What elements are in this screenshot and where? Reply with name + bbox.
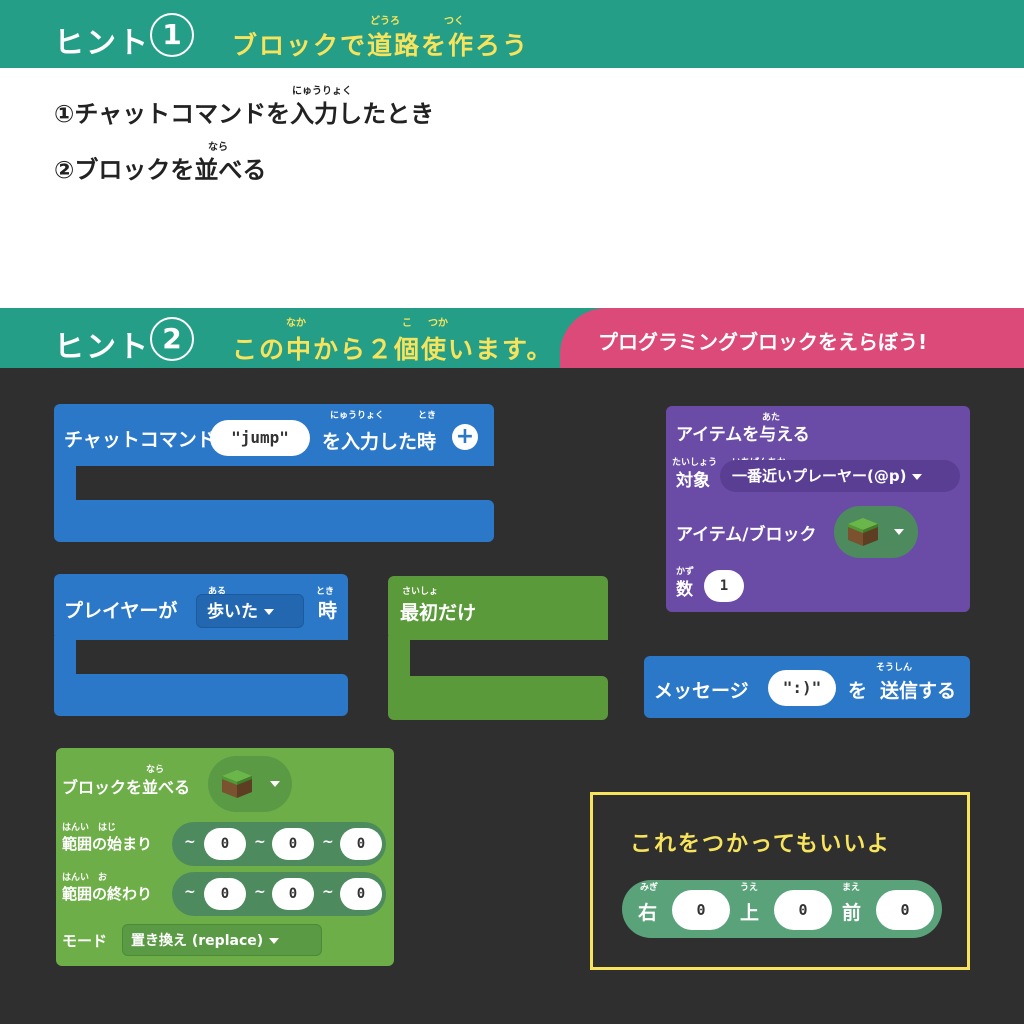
on-start-label: 最初だけ: [400, 602, 477, 624]
hint2-ruby-naka: なか: [286, 318, 306, 329]
on-start-block-arm: [388, 636, 410, 680]
ruby-mae: まえ: [842, 883, 861, 893]
place-end-label: 範囲の終わり: [62, 885, 153, 903]
chat-command-block-arm: [54, 460, 76, 510]
front-input[interactable]: 0: [876, 890, 934, 930]
tilde-1: ~: [184, 834, 196, 850]
step2-text: ②ブロックを並べる: [54, 156, 267, 184]
tilde-5: ~: [254, 884, 266, 900]
give-item-ruby-kazu: かず: [676, 567, 695, 577]
hint1-label: ヒント: [54, 26, 150, 61]
hint1-ruby-douro: どうろ: [370, 16, 400, 27]
player-action-dropdown[interactable]: 歩いた: [196, 594, 304, 628]
place-block-picker[interactable]: [208, 756, 292, 812]
send-message-ruby-soushin: そうしん: [876, 663, 913, 673]
right-input[interactable]: 0: [672, 890, 730, 930]
hint2-label: ヒント: [54, 330, 150, 365]
send-message-label: メッセージ: [654, 680, 749, 702]
end-y-input[interactable]: 0: [272, 878, 314, 910]
chat-command-label: チャットコマンド: [64, 429, 216, 451]
player-ruby-toki: とき: [316, 587, 335, 597]
hint2-number: 2: [150, 317, 194, 361]
chevron-down-icon: [912, 473, 923, 480]
start-z-input[interactable]: 0: [340, 828, 382, 860]
chevron-down-icon: [269, 938, 280, 944]
give-item-target-dropdown[interactable]: 一番近いプレーヤー(@p): [720, 460, 960, 492]
on-start-block-bottom: [388, 676, 608, 720]
chevron-down-icon: [264, 609, 274, 615]
tilde-6: ~: [322, 884, 334, 900]
send-message-input[interactable]: ":)": [768, 670, 836, 706]
hint2-banner: [560, 308, 1024, 368]
end-z-input[interactable]: 0: [340, 878, 382, 910]
hint1-number: 1: [150, 13, 194, 57]
chat-ruby-toki: とき: [418, 411, 437, 421]
player-walked-block-arm: [54, 636, 76, 680]
player-walked-suffix: 時: [318, 600, 338, 622]
up-label: 上: [740, 902, 760, 924]
end-x-input[interactable]: 0: [204, 878, 246, 910]
player-walked-block-bottom: [54, 674, 348, 716]
grass-block-icon: [848, 518, 878, 546]
usable-title: これをつかってもいいよ: [630, 832, 891, 857]
give-item-count-input[interactable]: 1: [704, 570, 744, 602]
chat-ruby-nyuuryoku: にゅうりょく: [330, 411, 385, 421]
place-start-label: 範囲の始まり: [62, 835, 153, 853]
player-ruby-aru: ある: [208, 587, 227, 597]
give-item-block-picker[interactable]: [834, 506, 918, 558]
step2-ruby: なら: [208, 142, 228, 153]
start-x-input[interactable]: 0: [204, 828, 246, 860]
on-start-ruby: さいしょ: [402, 587, 439, 597]
chevron-down-icon: [894, 529, 904, 535]
place-ruby-nara: なら: [146, 765, 165, 775]
hint1-body: [0, 68, 1024, 308]
step1-text: ①チャットコマンドを入力したとき: [54, 100, 435, 128]
step1-ruby: にゅうりょく: [292, 86, 352, 97]
place-ruby-start: はんい はじ: [62, 823, 117, 833]
place-mode-label: モード: [62, 932, 108, 950]
hint2-ruby-ko: こ: [402, 318, 412, 329]
hint2-ruby-tsuka: つか: [428, 318, 448, 329]
front-label: 前: [842, 902, 862, 924]
place-mode-dropdown[interactable]: 置き換え (replace): [122, 924, 322, 956]
send-message-suffix: 送信する: [880, 680, 957, 702]
hint2-banner-text: プログラミングブロックをえらぼう!: [598, 330, 928, 354]
right-label: 右: [638, 902, 658, 924]
hint2-title: この中から２個使います。: [232, 335, 554, 364]
place-title: ブロックを並べる: [62, 778, 191, 797]
hint1-title: ブロックで道路を作ろう: [232, 31, 530, 60]
place-ruby-end: はんい お: [62, 873, 108, 883]
add-parameter-icon[interactable]: +: [452, 424, 478, 450]
ruby-ue: うえ: [740, 883, 759, 893]
on-start-block[interactable]: [388, 576, 608, 640]
player-walked-label: プレイヤーが: [64, 600, 178, 622]
ruby-migi: みぎ: [640, 883, 659, 893]
chat-command-input[interactable]: "jump": [210, 420, 310, 456]
give-item-ruby-taishou: たいしょう: [672, 458, 718, 468]
tilde-4: ~: [184, 884, 196, 900]
chat-command-suffix: を入力した時: [322, 431, 437, 453]
send-message-wo: を: [848, 680, 868, 702]
grass-block-icon: [222, 770, 252, 798]
give-item-title: アイテムを与える: [676, 425, 810, 445]
chevron-down-icon: [270, 781, 280, 787]
give-item-ruby-ata: あた: [762, 413, 781, 423]
chat-command-block-bottom: [54, 500, 494, 542]
up-input[interactable]: 0: [774, 890, 832, 930]
hint1-ruby-tsuku: つく: [444, 16, 464, 27]
tilde-2: ~: [254, 834, 266, 850]
usable-block-frame: [590, 792, 970, 970]
tilde-3: ~: [322, 834, 334, 850]
give-item-count-label: 数: [676, 580, 693, 600]
give-item-target-label: 対象: [676, 471, 710, 491]
give-item-item-label: アイテム/ブロック: [676, 525, 817, 545]
start-y-input[interactable]: 0: [272, 828, 314, 860]
